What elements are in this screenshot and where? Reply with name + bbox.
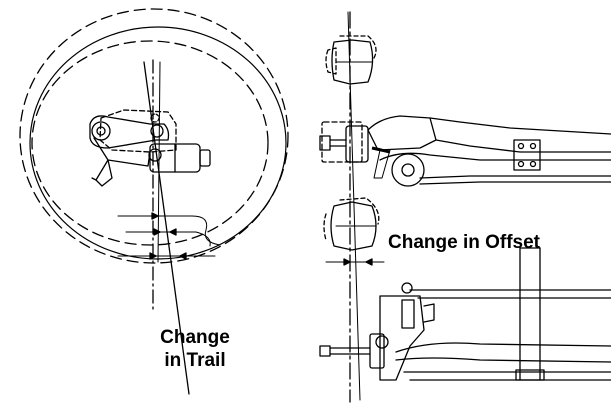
tyre-section-upper [325, 35, 377, 85]
front-view-centerline [347, 11, 361, 403]
steering-knuckle-side [89, 109, 211, 187]
tyre-outline-dashed [19, 8, 289, 264]
arm-eye [91, 121, 111, 141]
tyre-section-middle [323, 197, 380, 251]
axle-upper [319, 115, 611, 187]
arm-eye-inner [96, 126, 106, 136]
change-in-trail-label: Change in Trail [130, 326, 260, 372]
change-in-trail-line1: Change [160, 327, 230, 348]
wheel-vertical-line [157, 61, 161, 263]
axle-lower [319, 247, 611, 381]
trail-dimension-marks [117, 212, 221, 260]
change-in-offset-label: Change in Offset [388, 232, 541, 253]
tyre-inner-dashed [31, 40, 269, 246]
offset-dimension-marks [325, 258, 385, 266]
change-in-trail-line2: in Trail [164, 350, 226, 371]
